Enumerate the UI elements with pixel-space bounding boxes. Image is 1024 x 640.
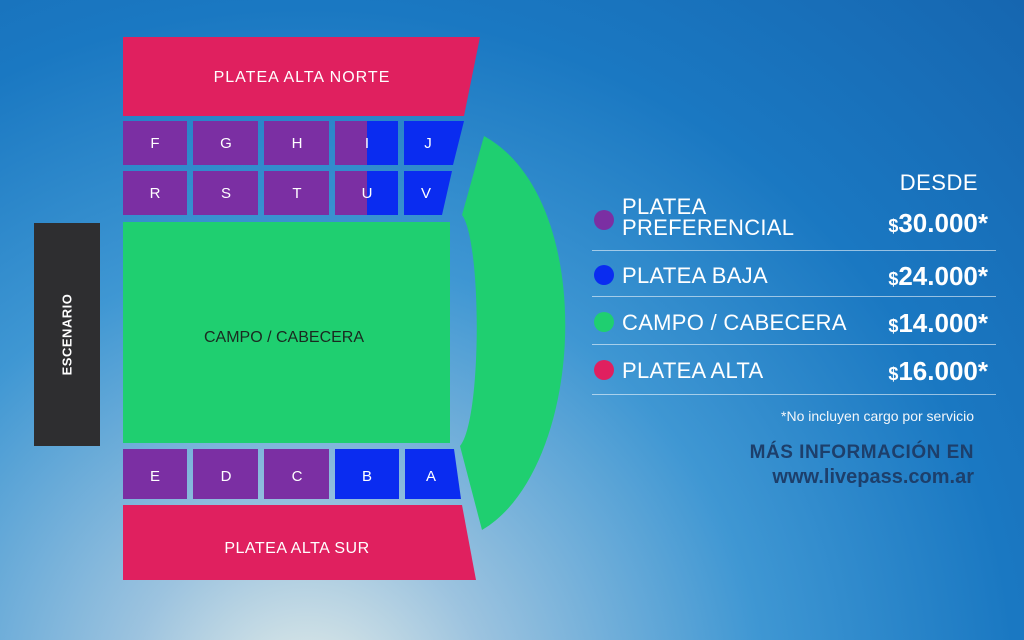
section-c-label: C	[292, 468, 303, 485]
legend-row-preferencial: PLATEA PREFERENCIAL $30.000*	[592, 194, 996, 251]
legend-name: CAMPO / CABECERA	[622, 310, 847, 335]
section-b[interactable]	[335, 449, 399, 499]
section-h[interactable]	[264, 121, 329, 165]
more-info: MÁS INFORMACIÓN EN www.livepass.com.ar	[750, 442, 974, 489]
legend-row-alta: PLATEA ALTA $16.000*	[592, 344, 996, 395]
section-g-label: G	[220, 135, 232, 152]
section-v-label: V	[421, 185, 431, 202]
section-e-label: E	[150, 468, 160, 485]
platea-alta-sur-label: PLATEA ALTA SUR	[224, 540, 369, 557]
section-e[interactable]	[123, 449, 187, 499]
section-t-label: T	[292, 185, 301, 202]
more-info-link[interactable]: www.livepass.com.ar	[772, 466, 974, 488]
star-icon	[594, 312, 614, 332]
section-f[interactable]	[123, 121, 187, 165]
section-campo[interactable]	[123, 222, 450, 443]
section-i-baja[interactable]	[367, 121, 398, 165]
section-j-label: J	[424, 135, 432, 152]
stage-label: ESCENARIO	[59, 293, 75, 376]
star-icon	[594, 265, 614, 285]
section-a[interactable]	[405, 449, 461, 499]
section-t[interactable]	[264, 171, 329, 215]
section-u-pref[interactable]	[335, 171, 367, 215]
section-g[interactable]	[193, 121, 258, 165]
legend-name: PLATEA PREFERENCIAL	[622, 194, 795, 240]
section-platea-alta-sur[interactable]	[123, 505, 476, 580]
section-platea-alta-norte[interactable]	[123, 37, 480, 116]
section-r-label: R	[150, 185, 161, 202]
section-h-label: H	[292, 135, 303, 152]
section-i-pref[interactable]	[335, 121, 367, 165]
legend-price: $24.000*	[888, 261, 988, 291]
platea-alta-norte-label: PLATEA ALTA NORTE	[214, 69, 391, 86]
section-u-baja[interactable]	[367, 171, 398, 215]
legend-price: $30.000*	[888, 208, 988, 238]
desde-header: DESDE	[899, 170, 978, 195]
section-r[interactable]	[123, 171, 187, 215]
more-info-label: MÁS INFORMACIÓN EN	[749, 442, 974, 463]
section-f-label: F	[150, 135, 159, 152]
legend-name: PLATEA BAJA	[622, 263, 768, 288]
legend-price: $14.000*	[888, 308, 988, 338]
stage-escenario: ESCENARIO	[34, 223, 100, 446]
campo-label: CAMPO / CABECERA	[204, 329, 364, 346]
legend-price: $16.000*	[888, 356, 988, 386]
section-cabecera[interactable]	[460, 136, 566, 530]
section-i-label: I	[365, 135, 369, 152]
star-icon	[594, 360, 614, 380]
service-charge-note: *No incluyen cargo por servicio	[781, 408, 974, 424]
section-b-label: B	[362, 468, 372, 485]
section-j[interactable]	[404, 121, 464, 165]
section-s-label: S	[221, 185, 231, 202]
section-u-label: U	[362, 185, 373, 202]
section-d[interactable]	[193, 449, 258, 499]
section-v[interactable]	[404, 171, 452, 215]
section-a-label: A	[426, 468, 436, 485]
legend-row-campo: CAMPO / CABECERA $14.000*	[592, 296, 996, 345]
section-c[interactable]	[264, 449, 329, 499]
section-d-label: D	[221, 468, 232, 485]
legend-name: PLATEA ALTA	[622, 358, 764, 383]
legend-row-baja: PLATEA BAJA $24.000*	[592, 250, 996, 297]
star-icon	[594, 210, 614, 230]
section-s[interactable]	[193, 171, 258, 215]
